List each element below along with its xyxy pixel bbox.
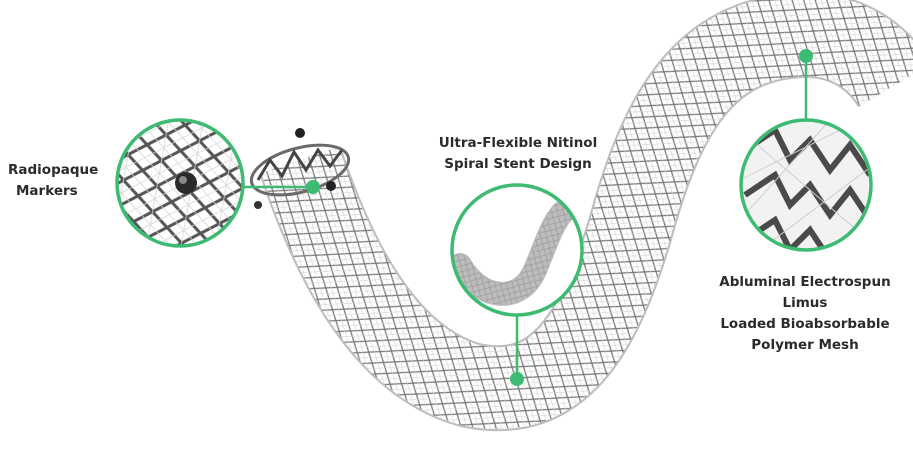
- nitinol-stent-label: Ultra-Flexible Nitinol Spiral Stent Desi…: [428, 133, 608, 175]
- label-line: Markers: [8, 181, 103, 202]
- callout-dot: [799, 49, 813, 63]
- callout-dot: [510, 372, 524, 386]
- polymer-mesh-label: Abluminal Electrospun Limus Loaded Bioab…: [700, 272, 910, 356]
- label-line: Radiopaque: [8, 160, 103, 181]
- radiopaque-marker-dot: [254, 201, 262, 209]
- radiopaque-marker-dot: [295, 128, 305, 138]
- callout-dot: [306, 180, 320, 194]
- label-line: Ultra-Flexible Nitinol: [428, 133, 608, 154]
- label-line: Loaded Bioabsorbable: [700, 314, 910, 335]
- label-line: Spiral Stent Design: [428, 154, 608, 175]
- label-line: Abluminal Electrospun Limus: [700, 272, 910, 314]
- label-line: Polymer Mesh: [700, 335, 910, 356]
- radiopaque-marker-dot: [326, 181, 336, 191]
- marker-icon: [175, 172, 197, 194]
- radiopaque-markers-label: Radiopaque Markers: [8, 160, 103, 202]
